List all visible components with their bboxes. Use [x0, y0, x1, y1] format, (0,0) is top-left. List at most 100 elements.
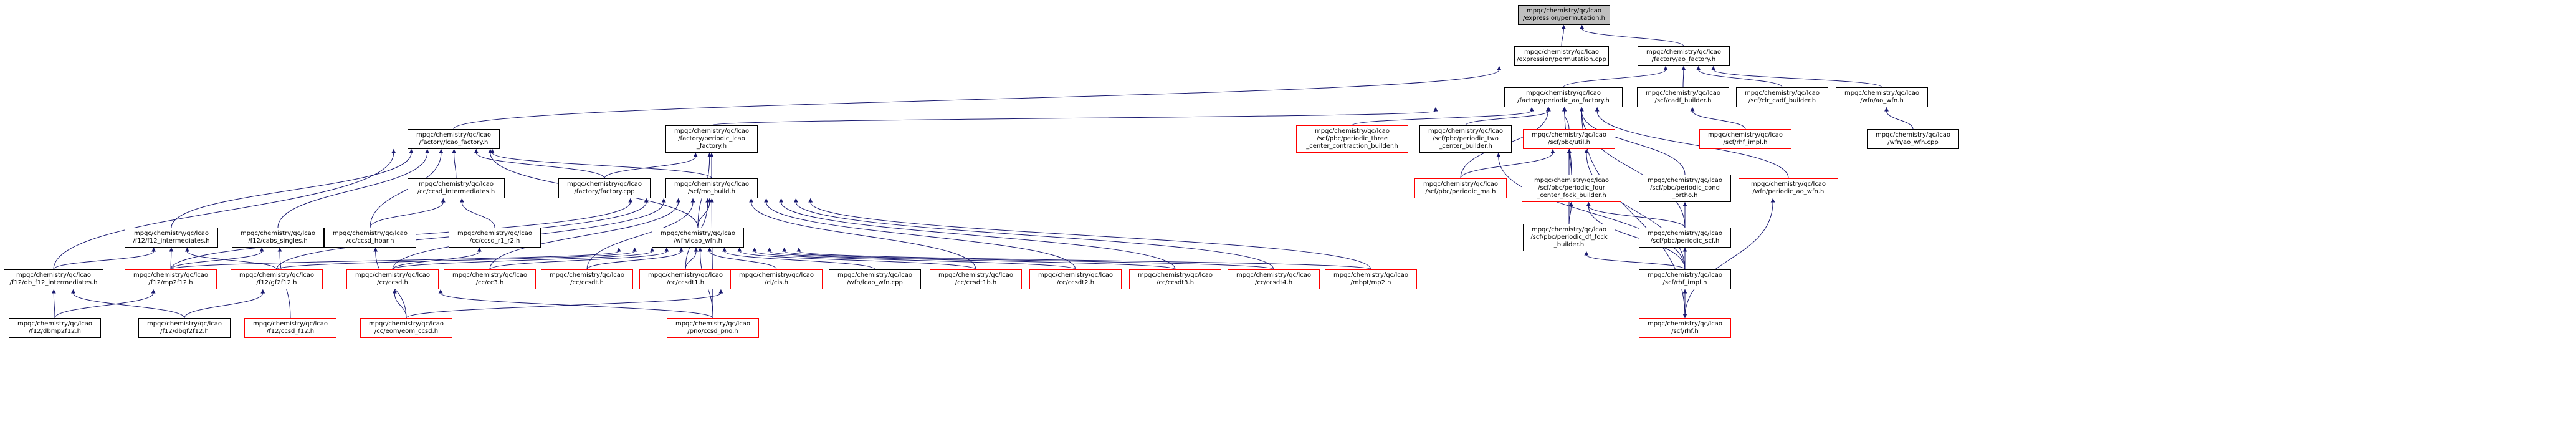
node-clr-cadf-builder[interactable]: mpqc/chemistry/qc/lcao/scf/clr_cadf_buil…	[1736, 87, 1828, 107]
edge-mp2-to-mo_build	[808, 198, 1371, 270]
node-label-line: mpqc/chemistry/qc/lcao	[239, 272, 315, 279]
edge-lcao_wfn-to-mo_build	[697, 198, 712, 228]
edge-cc_intermediates-to-lcao_factory	[452, 148, 457, 179]
node-label-line: /cc/ccsdt1b.h	[955, 279, 997, 286]
node-two-center-builder[interactable]: mpqc/chemistry/qc/lcao/scf/pbc/periodic_…	[1419, 125, 1512, 153]
node-label-line: mpqc/chemistry/qc/lcao	[240, 230, 316, 237]
node-root-permutation-h: mpqc/chemistry/qc/lcao/expression/permut…	[1518, 5, 1610, 25]
edge-ao_wfn-to-ao_factory	[1711, 65, 1882, 88]
node-db-f12-intermediates[interactable]: mpqc/chemistry/qc/lcao/f12/db_f12_interm…	[4, 269, 103, 289]
node-periodic-ao-factory[interactable]: mpqc/chemistry/qc/lcao/factory/periodic_…	[1504, 87, 1623, 107]
node-label-line: mpqc/chemistry/qc/lcao	[674, 128, 750, 135]
edge-mp2f12-to-lcao_wfn	[170, 247, 621, 270]
node-label-line: /mbpt/mp2.h	[1350, 279, 1391, 286]
edge-periodic_ma-to-pbc_util	[1460, 148, 1555, 179]
node-ccsdt1b[interactable]: mpqc/chemistry/qc/lcao/cc/ccsdt1b.h	[930, 269, 1022, 289]
node-dbgf2f12[interactable]: mpqc/chemistry/qc/lcao/f12/dbgf2f12.h	[138, 318, 231, 338]
node-gf2f12[interactable]: mpqc/chemistry/qc/lcao/f12/gf2f12.h	[231, 269, 323, 289]
node-ao-factory[interactable]: mpqc/chemistry/qc/lcao/factory/ao_factor…	[1638, 46, 1730, 66]
edge-cc3-to-lcao_wfn	[489, 247, 669, 270]
node-label-line: mpqc/chemistry/qc/lcao	[938, 272, 1014, 279]
node-three-center-builder[interactable]: mpqc/chemistry/qc/lcao/scf/pbc/periodic_…	[1296, 125, 1408, 153]
node-eom-ccsd[interactable]: mpqc/chemistry/qc/lcao/cc/eom/eom_ccsd.h	[360, 318, 452, 338]
edge-dbgf2f12-to-gf2f12	[184, 289, 265, 319]
node-label-line: mpqc/chemistry/qc/lcao	[1647, 272, 1723, 279]
edge-gf2f12-to-f12_intermediates	[184, 247, 277, 270]
node-label-line: /scf/pbc/util.h	[1548, 139, 1590, 146]
node-four-center-fock-builder[interactable]: mpqc/chemistry/qc/lcao/scf/pbc/periodic_…	[1522, 175, 1621, 202]
edge-ccsdt1b-to-lcao_wfn	[737, 247, 976, 270]
node-label-line: /scf/cadf_builder.h	[1654, 97, 1712, 104]
node-permutation-cpp[interactable]: mpqc/chemistry/qc/lcao/expression/permut…	[1514, 46, 1609, 66]
node-rhf-impl-top[interactable]: mpqc/chemistry/qc/lcao/scf/rhf_impl.h	[1699, 129, 1791, 149]
node-label-line: /scf/rhf_impl.h	[1662, 279, 1707, 286]
node-label-line: /cc/cc3.h	[475, 279, 504, 286]
edge-gf2f12-to-lcao_wfn	[276, 247, 637, 270]
node-label-line: /cc/ccsd.h	[377, 279, 408, 286]
node-ccsd-pno[interactable]: mpqc/chemistry/qc/lcao/pno/ccsd_pno.h	[667, 318, 759, 338]
node-label-line: _center_contraction_builder.h	[1306, 143, 1398, 150]
node-label-line: /cc/ccsdt1.h	[666, 279, 705, 286]
edge-factory_cpp-to-periodic_lcao_factory	[604, 152, 698, 179]
edge-perm_cpp-to-root	[1561, 24, 1566, 47]
node-cond-ortho[interactable]: mpqc/chemistry/qc/lcao/scf/pbc/periodic_…	[1639, 175, 1731, 202]
node-periodic-ma[interactable]: mpqc/chemistry/qc/lcao/scf/pbc/periodic_…	[1414, 178, 1507, 198]
edge-ao_wfn_cpp-to-ao_wfn	[1884, 107, 1914, 130]
node-lcao-factory[interactable]: mpqc/chemistry/qc/lcao/factory/lcao_fact…	[408, 129, 500, 149]
node-ccsd-f12[interactable]: mpqc/chemistry/qc/lcao/f12/ccsd_f12.h	[244, 318, 336, 338]
node-label-line: mpqc/chemistry/qc/lcao	[17, 321, 93, 327]
node-label-line: /cc/ccsdt.h	[570, 279, 604, 286]
node-label-line: /cc/ccsd_intermediates.h	[417, 188, 495, 195]
node-periodic-lcao-factory[interactable]: mpqc/chemistry/qc/lcao/factory/periodic_…	[665, 125, 758, 153]
node-label-line: mpqc/chemistry/qc/lcao	[1647, 230, 1723, 237]
node-label-line: /wfn/periodic_ao_wfn.h	[1752, 188, 1825, 195]
node-ccsdt2[interactable]: mpqc/chemistry/qc/lcao/cc/ccsdt2.h	[1029, 269, 1122, 289]
node-df-fock-builder[interactable]: mpqc/chemistry/qc/lcao/scf/pbc/periodic_…	[1523, 224, 1615, 251]
node-label-line: mpqc/chemistry/qc/lcao	[837, 272, 913, 279]
node-ao-wfn[interactable]: mpqc/chemistry/qc/lcao/wfn/ao_wfn.h	[1836, 87, 1928, 107]
node-dbmp2f12[interactable]: mpqc/chemistry/qc/lcao/f12/dbmp2f12.h	[9, 318, 101, 338]
node-mp2[interactable]: mpqc/chemistry/qc/lcao/mbpt/mp2.h	[1325, 269, 1417, 289]
node-periodic-scf[interactable]: mpqc/chemistry/qc/lcao/scf/pbc/periodic_…	[1639, 228, 1731, 248]
node-f12-intermediates[interactable]: mpqc/chemistry/qc/lcao/f12/f12_intermedi…	[125, 228, 218, 248]
node-cadf-builder[interactable]: mpqc/chemistry/qc/lcao/scf/cadf_builder.…	[1637, 87, 1729, 107]
node-ccsdt1[interactable]: mpqc/chemistry/qc/lcao/cc/ccsdt1.h	[639, 269, 732, 289]
edge-mp2f12-to-cabs_singles	[170, 247, 264, 270]
node-cc3[interactable]: mpqc/chemistry/qc/lcao/cc/cc3.h	[444, 269, 536, 289]
node-cis[interactable]: mpqc/chemistry/qc/lcao/ci/cis.h	[730, 269, 823, 289]
node-mp2f12[interactable]: mpqc/chemistry/qc/lcao/f12/mp2f12.h	[125, 269, 217, 289]
node-ccsd-h[interactable]: mpqc/chemistry/qc/lcao/cc/ccsd.h	[346, 269, 439, 289]
node-ccsdt3[interactable]: mpqc/chemistry/qc/lcao/cc/ccsdt3.h	[1129, 269, 1221, 289]
node-label-line: mpqc/chemistry/qc/lcao	[1534, 177, 1610, 184]
node-ccsdt4[interactable]: mpqc/chemistry/qc/lcao/cc/ccsdt4.h	[1228, 269, 1320, 289]
node-factory-cpp[interactable]: mpqc/chemistry/qc/lcao/factory/factory.c…	[558, 178, 651, 198]
node-lcao-wfn-cpp[interactable]: mpqc/chemistry/qc/lcao/wfn/lcao_wfn.cpp	[829, 269, 921, 289]
edge-ccsdt4-to-mo_build	[793, 198, 1274, 270]
node-ccsd-hbar[interactable]: mpqc/chemistry/qc/lcao/cc/ccsd_hbar.h	[324, 228, 416, 248]
node-label-line: mpqc/chemistry/qc/lcao	[355, 272, 431, 279]
edge-periodic_scf-to-four_center	[1586, 201, 1686, 228]
edge-ccsd_pno-to-mo_build	[709, 198, 714, 319]
node-label-line: mpqc/chemistry/qc/lcao	[1844, 90, 1920, 97]
node-label-line: mpqc/chemistry/qc/lcao	[457, 230, 533, 237]
node-mo-build[interactable]: mpqc/chemistry/qc/lcao/scf/mo_build.h	[665, 178, 758, 198]
node-cabs-singles[interactable]: mpqc/chemistry/qc/lcao/f12/cabs_singles.…	[232, 228, 324, 248]
node-label-line: mpqc/chemistry/qc/lcao	[1526, 7, 1602, 14]
node-pbc-util[interactable]: mpqc/chemistry/qc/lcao/scf/pbc/util.h	[1523, 129, 1615, 149]
node-label-line: /f12/cabs_singles.h	[248, 238, 308, 244]
node-label-line: /scf/pbc/periodic_three	[1316, 135, 1388, 142]
node-rhf-impl-bottom[interactable]: mpqc/chemistry/qc/lcao/scf/rhf_impl.h	[1639, 269, 1731, 289]
node-ccsd-r1-r2[interactable]: mpqc/chemistry/qc/lcao/cc/ccsd_r1_r2.h	[449, 228, 541, 248]
node-lcao-wfn[interactable]: mpqc/chemistry/qc/lcao/wfn/lcao_wfn.h	[652, 228, 744, 248]
node-ao-wfn-cpp[interactable]: mpqc/chemistry/qc/lcao/wfn/ao_wfn.cpp	[1867, 129, 1959, 149]
node-periodic-ao-wfn[interactable]: mpqc/chemistry/qc/lcao/wfn/periodic_ao_w…	[1739, 178, 1838, 198]
edge-periodic_ao_factory-to-ao_factory	[1563, 65, 1668, 88]
edge-ccsdt1-to-lcao_wfn	[685, 247, 699, 270]
node-ccsd-intermediates[interactable]: mpqc/chemistry/qc/lcao/cc/ccsd_intermedi…	[408, 178, 505, 198]
node-ccsdt[interactable]: mpqc/chemistry/qc/lcao/cc/ccsdt.h	[541, 269, 633, 289]
edge-cabs_singles-to-lcao_factory	[277, 148, 430, 228]
node-label-line: mpqc/chemistry/qc/lcao	[332, 230, 408, 237]
edge-f12_intermediates-to-lcao_factory	[171, 148, 414, 228]
edge-rhf_impl_bottom-to-pbc_util	[1584, 148, 1686, 270]
node-rhf-bottom[interactable]: mpqc/chemistry/qc/lcao/scf/rhf.h	[1639, 318, 1731, 338]
